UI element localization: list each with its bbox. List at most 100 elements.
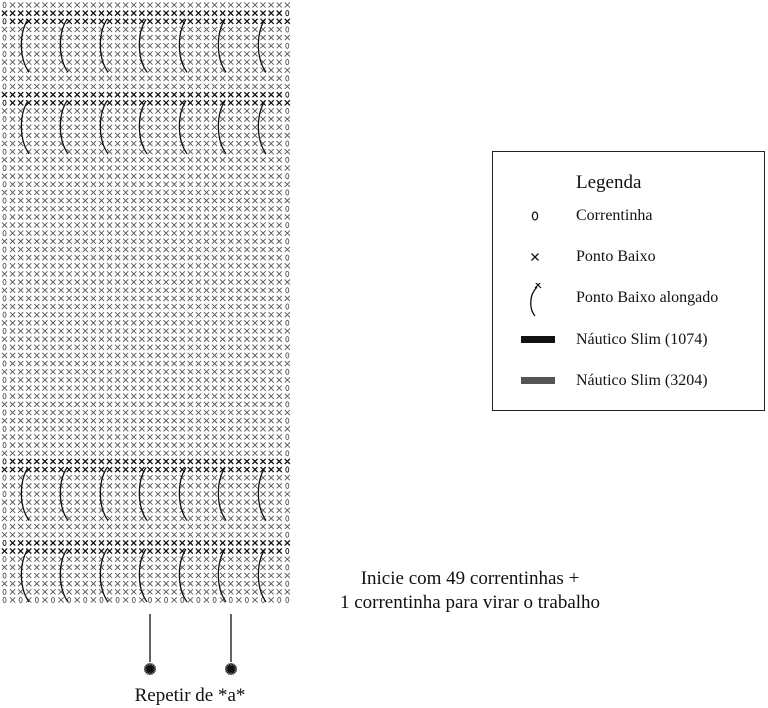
single-crochet-stitch (276, 271, 283, 277)
single-crochet-stitch (25, 303, 32, 310)
single-crochet-stitch (122, 91, 129, 98)
single-crochet-stitch (98, 515, 105, 522)
single-crochet-stitch (98, 99, 105, 106)
single-crochet-stitch (41, 442, 48, 449)
chain-stitch (2, 116, 7, 123)
single-crochet-stitch (219, 205, 226, 212)
long-single-crochet-stitch (257, 548, 267, 603)
single-crochet-stitch (114, 458, 121, 465)
single-crochet-stitch (9, 246, 16, 253)
single-crochet-stitch (227, 580, 234, 587)
single-crochet-stitch (66, 507, 73, 514)
single-crochet-stitch (130, 499, 137, 506)
single-crochet-stitch (235, 254, 242, 261)
single-crochet-stitch (268, 507, 275, 514)
single-crochet-stitch (90, 205, 97, 212)
single-crochet-stitch (41, 531, 48, 538)
single-crochet-stitch (187, 458, 194, 465)
single-crochet-stitch (122, 385, 129, 391)
single-crochet-stitch (82, 376, 89, 383)
long-single-crochet-stitch (99, 100, 109, 155)
single-crochet-stitch (195, 173, 202, 180)
single-crochet-stitch (179, 271, 186, 277)
single-crochet-stitch (171, 222, 178, 228)
single-crochet-stitch (41, 238, 48, 245)
long-single-crochet-stitch (217, 467, 227, 521)
single-crochet-stitch (90, 482, 97, 489)
single-crochet-stitch (203, 564, 210, 571)
single-crochet-stitch (25, 311, 32, 318)
single-crochet-stitch (33, 499, 40, 506)
single-crochet-stitch (74, 360, 81, 367)
single-crochet-stitch (227, 295, 234, 302)
single-crochet-stitch (203, 10, 210, 17)
single-crochet-stitch (58, 466, 65, 473)
single-crochet-stitch (179, 336, 186, 343)
single-crochet-stitch (235, 556, 242, 563)
single-crochet-stitch (203, 328, 210, 334)
single-crochet-stitch (171, 148, 178, 155)
single-crochet-stitch (50, 376, 56, 383)
single-crochet-stitch (171, 376, 178, 383)
single-crochet-stitch (252, 580, 258, 587)
single-crochet-stitch (66, 271, 73, 277)
single-crochet-stitch (147, 360, 153, 367)
single-crochet-stitch (235, 173, 242, 180)
single-crochet-stitch (235, 181, 242, 188)
single-crochet-stitch (147, 368, 153, 375)
single-crochet-stitch (106, 580, 113, 587)
single-crochet-stitch (235, 385, 242, 391)
single-crochet-stitch (219, 124, 226, 131)
single-crochet-stitch (268, 352, 275, 359)
single-crochet-stitch (211, 303, 218, 310)
single-crochet-stitch (25, 547, 32, 555)
single-crochet-stitch (66, 344, 73, 351)
single-crochet-stitch (211, 474, 218, 481)
single-crochet-stitch (122, 360, 129, 367)
single-crochet-stitch (130, 303, 137, 310)
single-crochet-stitch (130, 319, 137, 326)
single-crochet-stitch (114, 75, 121, 82)
single-crochet-stitch (252, 26, 258, 33)
single-crochet-stitch (179, 434, 186, 440)
single-crochet-stitch (268, 67, 275, 74)
single-crochet-stitch (227, 75, 234, 82)
single-crochet-stitch (268, 238, 275, 245)
single-crochet-stitch (154, 10, 162, 17)
single-crochet-stitch (171, 230, 178, 237)
single-crochet-stitch (82, 531, 89, 538)
single-crochet-stitch (203, 344, 210, 351)
single-crochet-stitch (130, 91, 137, 98)
single-crochet-stitch (122, 556, 129, 563)
single-crochet-stitch (122, 156, 129, 163)
single-crochet-stitch (195, 99, 202, 106)
single-crochet-stitch (252, 50, 258, 57)
single-crochet-stitch (284, 311, 291, 318)
single-crochet-stitch (203, 230, 210, 237)
single-crochet-stitch (227, 360, 234, 367)
single-crochet-stitch (114, 401, 121, 408)
single-crochet-stitch (260, 222, 266, 228)
single-crochet-stitch (252, 344, 258, 351)
single-crochet-stitch (252, 173, 258, 180)
single-crochet-stitch (41, 572, 48, 579)
single-crochet-stitch (17, 401, 24, 408)
single-crochet-stitch (268, 597, 275, 603)
single-crochet-stitch (243, 91, 250, 98)
single-crochet-stitch (106, 140, 113, 147)
single-crochet-stitch (17, 238, 24, 245)
single-crochet-stitch (17, 376, 24, 383)
single-crochet-stitch (138, 523, 145, 530)
single-crochet-stitch (252, 132, 258, 139)
single-crochet-stitch (276, 482, 283, 489)
single-crochet-stitch (171, 409, 178, 416)
single-crochet-stitch (179, 124, 186, 131)
chain-stitch (51, 596, 55, 604)
single-crochet-stitch (195, 328, 202, 334)
single-crochet-stitch (90, 156, 97, 163)
single-crochet-stitch (227, 458, 234, 465)
single-crochet-stitch (66, 230, 73, 237)
single-crochet-stitch (25, 434, 32, 440)
single-crochet-stitch (252, 181, 258, 188)
single-crochet-stitch (130, 26, 137, 33)
